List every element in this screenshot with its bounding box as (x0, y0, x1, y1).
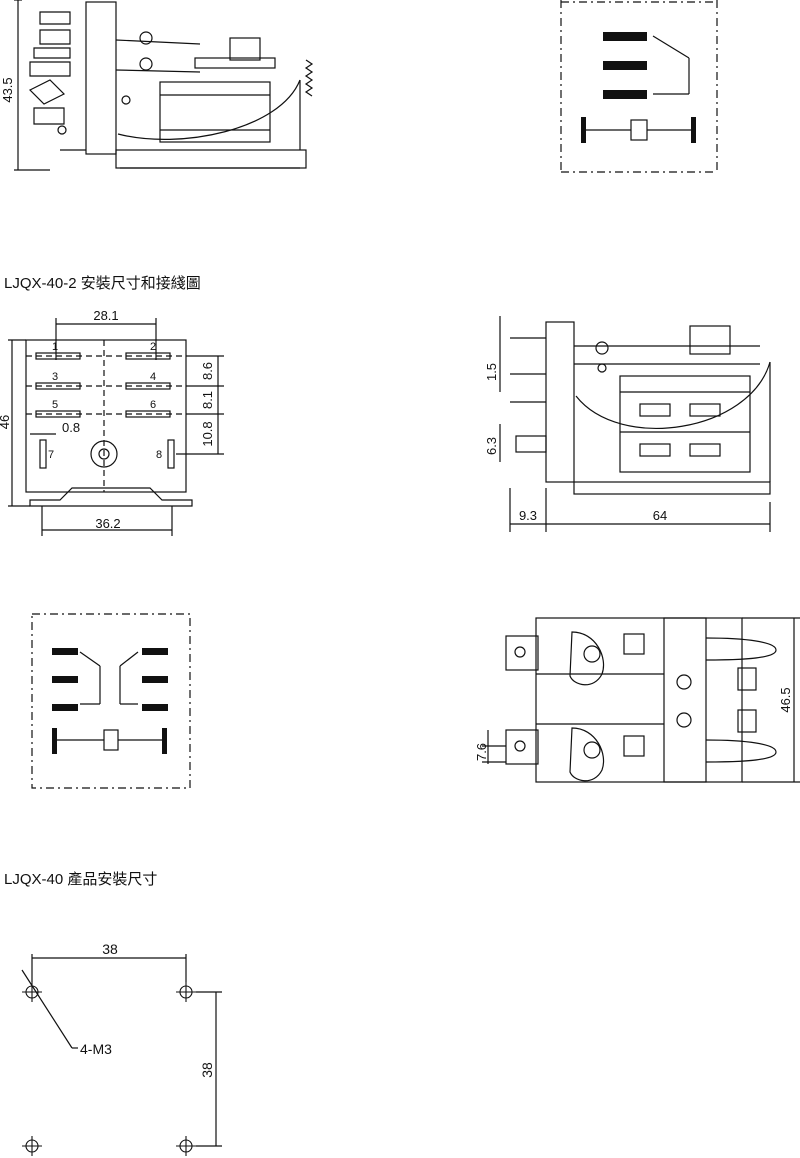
pin-label-1: 1 (52, 341, 58, 353)
dim-pitch-1: 8.6 (200, 362, 215, 380)
dim-hole-spacing-y: 38 (199, 1062, 215, 1078)
dim-pin-width: 0.8 (62, 420, 80, 435)
top-height-dim: 43.5 (0, 77, 15, 102)
dim-pin-gap: 1.5 (484, 363, 499, 381)
dim-height: 46 (0, 415, 12, 429)
dim-top-width: 46.5 (778, 687, 793, 712)
hole-bottom-right (176, 1136, 196, 1156)
dim-pitch-3: 10.8 (200, 421, 215, 446)
dim-tab-pitch: 7.6 (476, 743, 489, 761)
hole-top-right (176, 982, 196, 1002)
top-view: 46.5 7.6 (476, 617, 800, 783)
hole-thread-label: 4-M3 (80, 1041, 112, 1057)
pin-label-8: 8 (156, 449, 162, 461)
relay-side-view-top: 43.5 (0, 0, 314, 171)
pin-label-3: 3 (52, 371, 58, 383)
dim-pitch-2: 8.1 (200, 391, 215, 409)
dim-tab-height: 6.3 (484, 437, 499, 455)
hole-top-left (22, 982, 42, 1002)
front-view: 28.1 46 0.8 36.2 8.6 8.1 10.8 1 2 3 4 5 … (0, 308, 224, 536)
dim-base-width: 36.2 (95, 516, 120, 531)
section-title-relay2: LJQX-40-2 安裝尺寸和接綫圖 (4, 275, 201, 292)
pin-label-7: 7 (48, 449, 54, 461)
side-view: 1.5 6.3 9.3 64 (484, 316, 771, 532)
pin-label-2: 2 (150, 341, 156, 353)
pin-label-5: 5 (52, 399, 58, 411)
section-title-mounting: LJQX-40 產品安裝尺寸 (4, 871, 158, 888)
pin-label-6: 6 (150, 399, 156, 411)
schematic-top (560, 0, 718, 173)
pin-label-4: 4 (150, 371, 156, 383)
hole-bottom-left (22, 1136, 42, 1156)
dim-pin-length: 9.3 (519, 508, 537, 523)
dim-body-length: 64 (653, 508, 667, 523)
schematic-main (31, 613, 191, 789)
dim-hole-spacing-x: 38 (102, 941, 118, 957)
mounting-holes: 38 38 4-M3 (21, 941, 222, 1156)
dim-width-top: 28.1 (93, 308, 118, 323)
